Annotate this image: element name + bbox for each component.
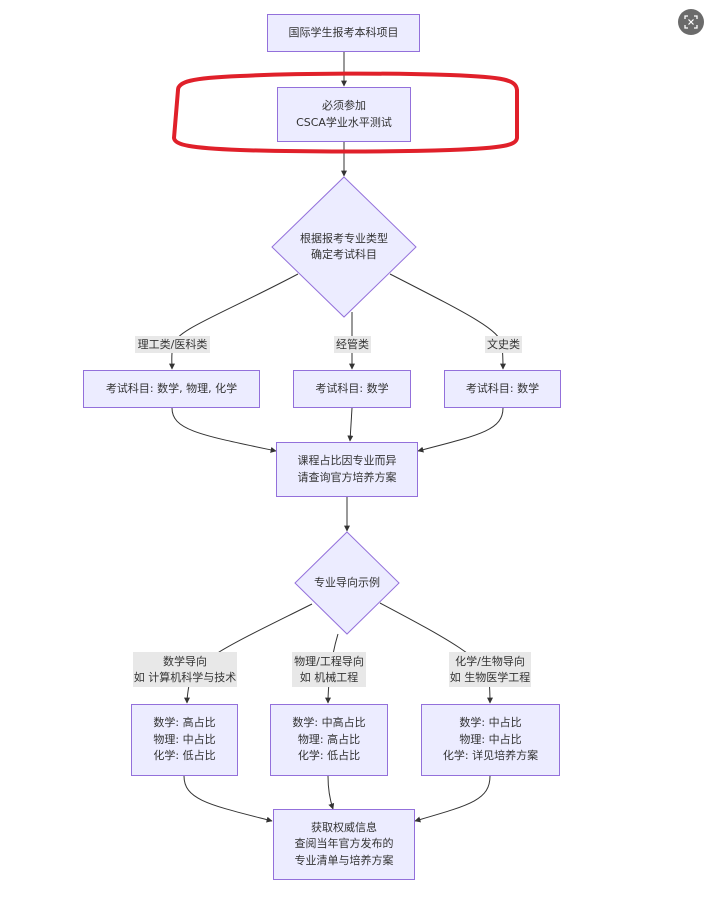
edge-physics-to-final xyxy=(327,775,335,810)
decision-diamond-subjects xyxy=(271,176,417,318)
node-final-authority: 获取权威信息 查阅当年官方发布的 专业清单与培养方案 xyxy=(273,809,415,880)
node-text: 国际学生报考本科项目 xyxy=(288,25,399,39)
edge-label-chem-oriented: 化学/生物导向 如 生物医学工程 xyxy=(449,652,531,687)
edge-label-text: 经管类 xyxy=(336,337,369,351)
edge-label-humanities: 文史类 xyxy=(485,336,522,353)
decision-diamond-examples xyxy=(294,531,400,635)
edge-label-physics-oriented: 物理/工程导向 如 机械工程 xyxy=(292,652,366,687)
node-text: 数学: 中高占比 xyxy=(292,716,366,730)
node-course-ratio: 课程占比因专业而异 请查询官方培养方案 xyxy=(276,442,418,497)
node-text: 必须参加 xyxy=(322,99,366,112)
node-ratio-math: 数学: 高占比 物理: 中占比 化学: 低占比 xyxy=(131,704,238,776)
decision-subjects-text: 根据报考专业类型 确定考试科目 xyxy=(284,222,404,272)
fullscreen-icon xyxy=(684,15,698,29)
edge-label-math-oriented: 数学导向 如 计算机科学与技术 xyxy=(133,652,237,687)
node-text: 查阅当年官方发布的 xyxy=(294,837,394,851)
edge-label-text: 如 机械工程 xyxy=(299,670,359,684)
node-text: 获取权威信息 xyxy=(311,820,377,834)
edge-label-text: 数学导向 xyxy=(163,654,207,668)
edge-science-to-ratio xyxy=(171,407,277,453)
node-text: 数学: 高占比 xyxy=(153,716,216,730)
node-text: 数学: 中占比 xyxy=(459,716,522,730)
node-text: 化学: 详见培养方案 xyxy=(442,749,539,763)
edge-chem-to-final xyxy=(414,775,491,823)
edge-math-to-final xyxy=(183,775,273,823)
node-text: 化学: 低占比 xyxy=(153,749,216,763)
edge-label-text: 化学/生物导向 xyxy=(455,654,525,668)
node-csca-test: 必须参加 CSCA学业水平测试 xyxy=(277,87,411,142)
edge-decision-to-humanities xyxy=(389,273,506,370)
edge-label-science: 理工类/医科类 xyxy=(135,336,210,353)
node-start: 国际学生报考本科项目 xyxy=(267,14,420,52)
node-ratio-physics: 数学: 中高占比 物理: 高占比 化学: 低占比 xyxy=(270,704,388,776)
node-ratio-chem: 数学: 中占比 物理: 中占比 化学: 详见培养方案 xyxy=(421,704,560,776)
edge-label-text: 如 计算机科学与技术 xyxy=(133,670,237,684)
node-text: 课程占比因专业而异 xyxy=(297,454,397,467)
edge-humanities-to-ratio xyxy=(417,407,504,453)
node-subjects-business: 考试科目: 数学 xyxy=(293,370,411,408)
edge-label-text: 理工类/医科类 xyxy=(137,337,208,351)
node-subjects-science: 考试科目: 数学, 物理, 化学 xyxy=(83,370,260,408)
node-subjects-humanities: 考试科目: 数学 xyxy=(444,370,561,408)
decision-examples-text: 专业导向示例 xyxy=(297,574,397,592)
node-text: 物理: 中占比 xyxy=(153,732,216,746)
edge-label-text: 物理/工程导向 xyxy=(294,654,364,668)
node-text: 物理: 高占比 xyxy=(297,732,361,746)
edge-label-text: 文史类 xyxy=(487,337,520,351)
node-text: 考试科目: 数学, 物理, 化学 xyxy=(105,381,238,395)
node-text: 专业清单与培养方案 xyxy=(294,853,394,867)
node-text: 根据报考专业类型 xyxy=(300,231,388,245)
node-text: 化学: 低占比 xyxy=(297,749,361,763)
node-text: 考试科目: 数学 xyxy=(315,381,389,395)
node-text: 确定考试科目 xyxy=(311,248,377,261)
node-text: 考试科目: 数学 xyxy=(465,381,540,395)
node-text: 物理: 中占比 xyxy=(459,732,522,746)
fullscreen-button[interactable] xyxy=(678,9,704,35)
node-text: 专业导向示例 xyxy=(314,575,380,589)
edge-label-business: 经管类 xyxy=(334,336,371,353)
highlight-outline xyxy=(171,71,519,154)
node-text: CSCA学业水平测试 xyxy=(296,115,392,129)
edge-label-text: 如 生物医学工程 xyxy=(449,670,531,684)
edge-decision-to-science xyxy=(168,273,299,370)
edge-business-to-ratio xyxy=(347,407,354,442)
node-text: 请查询官方培养方案 xyxy=(297,470,397,484)
